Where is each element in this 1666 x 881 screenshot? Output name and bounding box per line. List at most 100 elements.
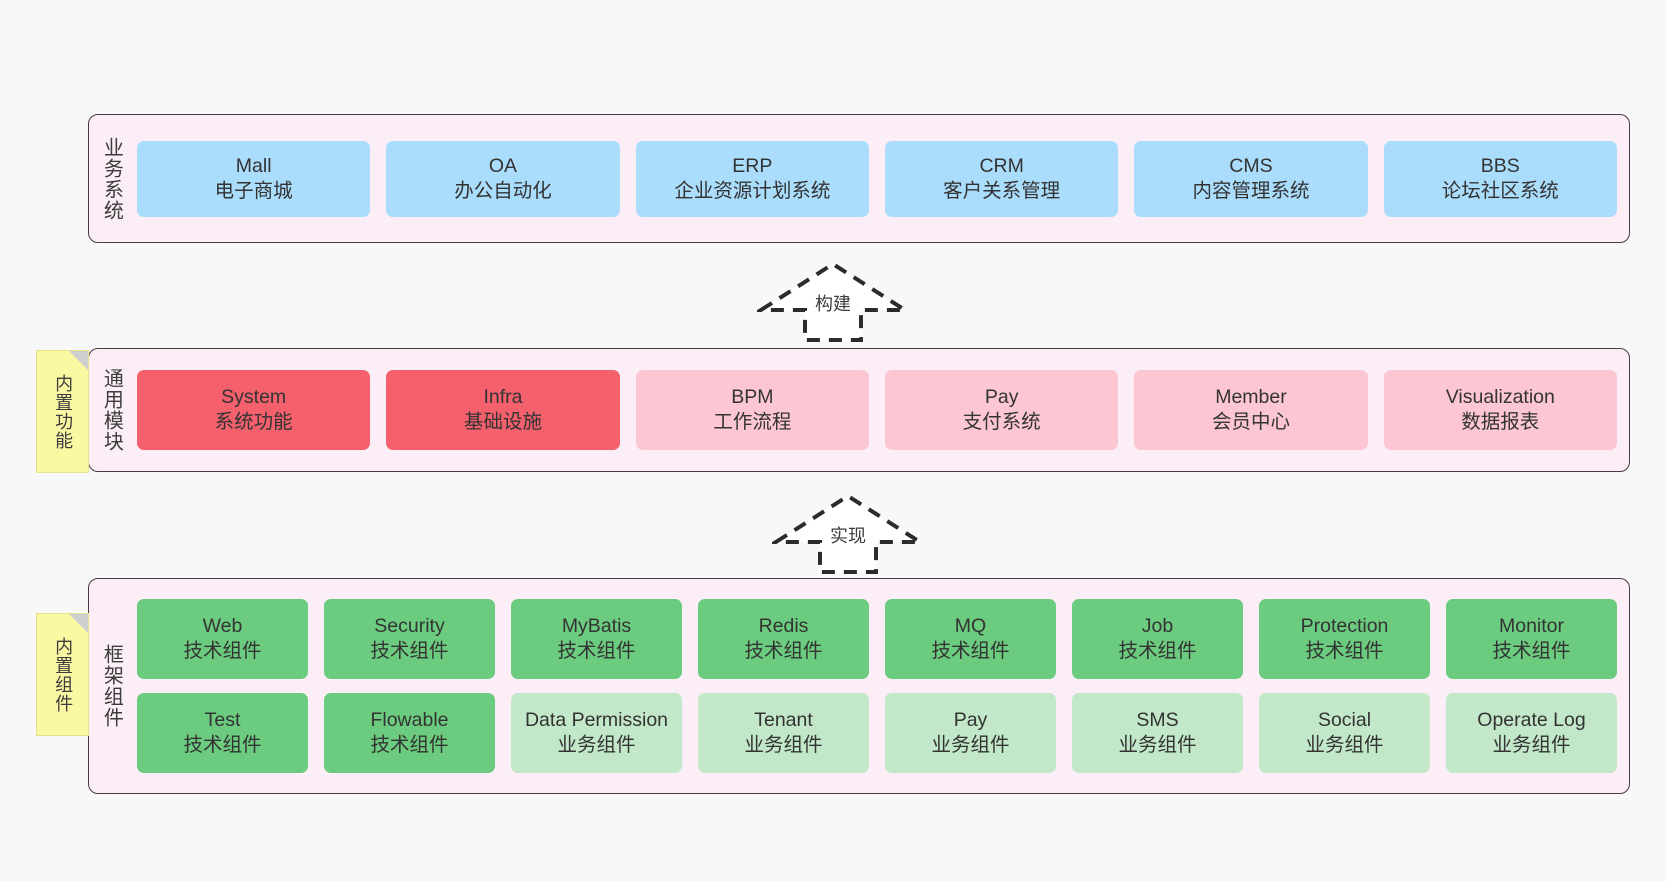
card-title: System — [221, 386, 287, 409]
arrow-implement: 实现 — [772, 490, 924, 576]
card-subtitle: 企业资源计划系统 — [674, 179, 831, 202]
card-subtitle: 工作流程 — [713, 411, 792, 433]
card-system[interactable]: System 系统功能 — [137, 370, 371, 450]
card-oa[interactable]: OA 办公自动化 — [386, 140, 620, 217]
card-title: Redis — [758, 615, 809, 638]
card-title: Monitor — [1498, 615, 1565, 638]
card-erp[interactable]: ERP 企业资源计划系统 — [635, 140, 869, 217]
card-title: BBS — [1480, 154, 1520, 177]
card-redis[interactable]: Redis 技术组件 — [698, 599, 869, 679]
card-title: Security — [374, 615, 445, 638]
arrow-implement-label: 实现 — [830, 526, 866, 546]
card-subtitle: 技术组件 — [370, 640, 449, 662]
card-protection[interactable]: Protection 技术组件 — [1259, 599, 1430, 679]
card-subtitle: 业务组件 — [1305, 734, 1384, 756]
card-title: Flowable — [370, 709, 449, 732]
card-title: Web — [202, 615, 243, 638]
card-pay[interactable]: Pay 支付系统 — [884, 370, 1119, 450]
card-title: Member — [1215, 386, 1287, 409]
layer-body-common-modules: System 系统功能 Infra 基础设施 BPM 工作流程 Pay 支付系统… — [133, 349, 1629, 471]
card-row: Test 技术组件 Flowable 技术组件 Data Permission … — [137, 693, 1617, 773]
card-bpm[interactable]: BPM 工作流程 — [635, 370, 869, 450]
card-bbs[interactable]: BBS 论坛社区系统 — [1383, 140, 1617, 217]
card-subtitle: 内容管理系统 — [1192, 179, 1310, 202]
card-title: ERP — [732, 154, 773, 177]
card-pay-business[interactable]: Pay 业务组件 — [885, 693, 1056, 773]
card-title: Visualization — [1445, 386, 1555, 409]
card-title: SMS — [1136, 709, 1179, 732]
card-subtitle: 业务组件 — [931, 734, 1010, 756]
card-subtitle: 电子商城 — [214, 179, 293, 202]
arrow-build-label: 构建 — [815, 294, 851, 314]
layer-title-framework-components: 框架组件 — [100, 644, 123, 728]
card-subtitle: 技术组件 — [931, 640, 1010, 662]
card-subtitle: 办公自动化 — [454, 179, 552, 202]
dashed-up-arrow-icon — [772, 493, 924, 574]
layer-title-business-systems: 业务系统 — [100, 136, 123, 221]
card-member[interactable]: Member 会员中心 — [1134, 370, 1368, 450]
card-subtitle: 基础设施 — [463, 411, 542, 433]
card-title: CRM — [979, 154, 1024, 177]
card-mq[interactable]: MQ 技术组件 — [885, 599, 1056, 679]
card-mall[interactable]: Mall 电子商城 — [137, 140, 371, 217]
card-subtitle: 会员中心 — [1211, 411, 1290, 433]
card-title: Tenant — [754, 709, 813, 732]
card-infra[interactable]: Infra 基础设施 — [386, 370, 620, 450]
layer-common-modules: 通用模块 System 系统功能 Infra 基础设施 BPM 工作流程 Pay… — [88, 348, 1630, 472]
layer-body-business-systems: Mall 电子商城 OA 办公自动化 ERP 企业资源计划系统 CRM 客户关系… — [133, 115, 1629, 242]
card-crm[interactable]: CRM 客户关系管理 — [884, 140, 1119, 217]
card-subtitle: 技术组件 — [1305, 640, 1384, 662]
card-cms[interactable]: CMS 内容管理系统 — [1134, 140, 1368, 217]
card-subtitle: 业务组件 — [1492, 734, 1571, 756]
card-data-permission[interactable]: Data Permission 业务组件 — [511, 693, 682, 773]
card-row: System 系统功能 Infra 基础设施 BPM 工作流程 Pay 支付系统… — [137, 370, 1617, 450]
card-mybatis[interactable]: MyBatis 技术组件 — [511, 599, 682, 679]
card-subtitle: 技术组件 — [183, 640, 262, 662]
dashed-up-arrow-icon — [757, 261, 909, 342]
card-visualization[interactable]: Visualization 数据报表 — [1383, 370, 1617, 450]
note-builtin-component: 内置组件 — [36, 613, 89, 736]
card-sms[interactable]: SMS 业务组件 — [1072, 693, 1243, 773]
card-subtitle: 业务组件 — [557, 734, 636, 756]
card-subtitle: 技术组件 — [1118, 640, 1197, 662]
card-subtitle: 技术组件 — [183, 734, 262, 756]
note-label: 内置功能 — [53, 373, 74, 450]
card-web[interactable]: Web 技术组件 — [137, 599, 308, 679]
card-subtitle: 业务组件 — [1118, 734, 1197, 756]
card-subtitle: 技术组件 — [557, 640, 636, 662]
card-tenant[interactable]: Tenant 业务组件 — [698, 693, 869, 773]
card-social[interactable]: Social 业务组件 — [1259, 693, 1430, 773]
card-subtitle: 技术组件 — [370, 734, 449, 756]
layer-body-framework-components: Web 技术组件 Security 技术组件 MyBatis 技术组件 Redi… — [133, 579, 1629, 793]
card-subtitle: 数据报表 — [1461, 411, 1540, 433]
card-title: Test — [204, 709, 241, 732]
card-security[interactable]: Security 技术组件 — [324, 599, 495, 679]
note-label: 内置组件 — [53, 636, 74, 713]
card-title: Protection — [1300, 615, 1389, 638]
card-monitor[interactable]: Monitor 技术组件 — [1446, 599, 1617, 679]
card-title: Pay — [953, 709, 988, 732]
card-subtitle: 系统功能 — [214, 411, 293, 433]
card-subtitle: 支付系统 — [962, 411, 1041, 433]
card-row: Mall 电子商城 OA 办公自动化 ERP 企业资源计划系统 CRM 客户关系… — [137, 140, 1617, 217]
card-operate-log[interactable]: Operate Log 业务组件 — [1446, 693, 1617, 773]
card-subtitle: 技术组件 — [744, 640, 823, 662]
layer-framework-components: 框架组件 Web 技术组件 Security 技术组件 MyBatis 技术组件… — [88, 578, 1630, 794]
arrow-build: 构建 — [757, 258, 909, 344]
card-title: Operate Log — [1477, 709, 1586, 732]
card-title: Job — [1141, 615, 1174, 638]
card-subtitle: 客户关系管理 — [943, 179, 1061, 202]
card-flowable[interactable]: Flowable 技术组件 — [324, 693, 495, 773]
card-subtitle: 业务组件 — [744, 734, 823, 756]
card-subtitle: 技术组件 — [1492, 640, 1571, 662]
card-title: Data Permission — [524, 709, 669, 732]
card-title: Infra — [483, 386, 523, 409]
layer-title-common-modules: 通用模块 — [100, 368, 123, 452]
card-job[interactable]: Job 技术组件 — [1072, 599, 1243, 679]
card-title: BPM — [731, 386, 774, 409]
card-title: MyBatis — [561, 615, 632, 638]
note-builtin-feature: 内置功能 — [36, 350, 89, 473]
card-test[interactable]: Test 技术组件 — [137, 693, 308, 773]
card-title: Mall — [235, 154, 272, 177]
